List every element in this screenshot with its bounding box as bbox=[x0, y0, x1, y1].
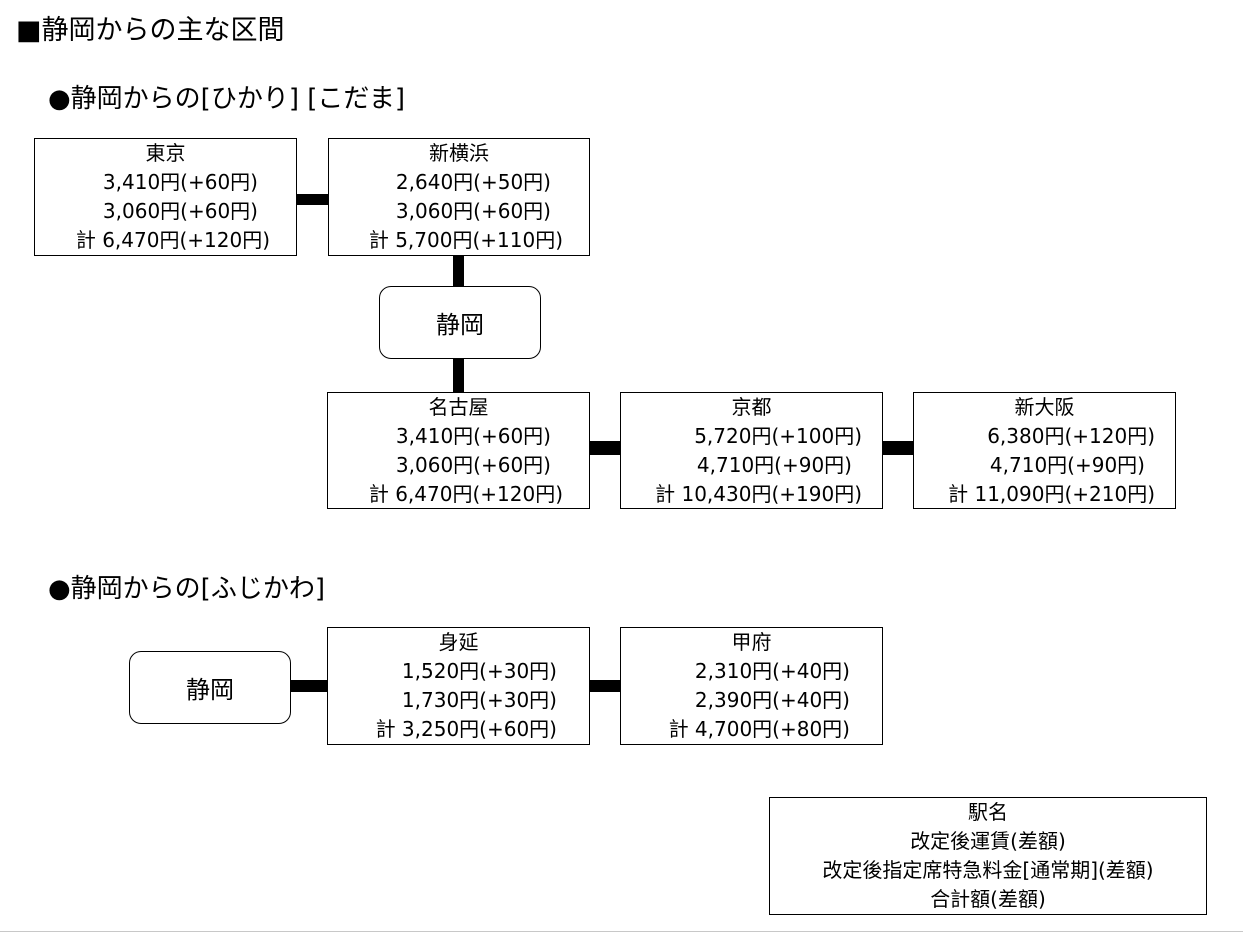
section-heading-fujikawa: ●静岡からの[ふじかわ] bbox=[48, 574, 325, 604]
fare: 2,310円(+40円) bbox=[694, 659, 850, 683]
total: 計 10,430円(+190円) bbox=[655, 482, 862, 506]
station-name: 新大阪 bbox=[1014, 395, 1075, 419]
fare: 1,520円(+30円) bbox=[401, 659, 557, 683]
legend-box: 駅名 改定後運賃(差額) 改定後指定席特急料金[通常期](差額) 合計額(差額) bbox=[769, 797, 1207, 915]
station-box-kofu: 甲府 2,310円(+40円) 2,390円(+40円) 計 4,700円(+8… bbox=[620, 627, 883, 745]
connector-hub-nagoya bbox=[453, 358, 464, 392]
legend-express-fee: 改定後指定席特急料金[通常期](差額) bbox=[822, 858, 1154, 882]
hub-station-shizuoka-fujikawa: 静岡 bbox=[129, 651, 291, 724]
total: 計 4,700円(+80円) bbox=[668, 717, 850, 741]
fare: 5,720円(+100円) bbox=[694, 424, 862, 448]
station-box-shinosaka: 新大阪 6,380円(+120円) 4,710円(+90円) 計 11,090円… bbox=[913, 392, 1176, 509]
station-box-tokyo: 東京 3,410円(+60円) 3,060円(+60円) 計 6,470円(+1… bbox=[34, 138, 297, 256]
total: 計 3,250円(+60円) bbox=[375, 717, 557, 741]
total: 計 6,470円(+120円) bbox=[368, 482, 563, 506]
station-name: 身延 bbox=[438, 630, 479, 654]
section-heading-hikari: ●静岡からの[ひかり] [こだま] bbox=[48, 84, 406, 114]
fare: 3,410円(+60円) bbox=[102, 170, 258, 194]
express-fee: 2,390円(+40円) bbox=[694, 688, 850, 712]
station-box-minobu: 身延 1,520円(+30円) 1,730円(+30円) 計 3,250円(+6… bbox=[327, 627, 590, 745]
fare: 3,410円(+60円) bbox=[395, 424, 551, 448]
total: 計 11,090円(+210円) bbox=[948, 482, 1155, 506]
total: 計 6,470円(+120円) bbox=[75, 228, 270, 252]
connector-nagoya-kyoto bbox=[590, 441, 621, 455]
fare: 6,380円(+120円) bbox=[987, 424, 1155, 448]
hub-station-shizuoka: 静岡 bbox=[379, 286, 541, 359]
station-name: 京都 bbox=[731, 395, 772, 419]
express-fee: 3,060円(+60円) bbox=[102, 199, 258, 223]
express-fee: 1,730円(+30円) bbox=[401, 688, 557, 712]
station-name: 名古屋 bbox=[428, 395, 489, 419]
legend-total: 合計額(差額) bbox=[930, 887, 1046, 911]
station-box-shinyokohama: 新横浜 2,640円(+50円) 3,060円(+60円) 計 5,700円(+… bbox=[328, 138, 590, 256]
legend-fare: 改定後運賃(差額) bbox=[910, 829, 1066, 853]
express-fee: 3,060円(+60円) bbox=[395, 199, 551, 223]
express-fee: 4,710円(+90円) bbox=[696, 453, 852, 477]
total: 計 5,700円(+110円) bbox=[368, 228, 563, 252]
station-name: 甲府 bbox=[731, 630, 772, 654]
connector-hub-minobu bbox=[291, 680, 328, 692]
connector-shinyokohama-hub bbox=[453, 255, 464, 286]
legend-station-name: 駅名 bbox=[968, 800, 1008, 824]
connector-kyoto-shinosaka bbox=[883, 441, 914, 455]
connector-tokyo-shinyokohama bbox=[297, 194, 328, 205]
footer-divider bbox=[0, 931, 1243, 932]
station-name: 新横浜 bbox=[429, 141, 489, 165]
express-fee: 3,060円(+60円) bbox=[395, 453, 551, 477]
station-box-nagoya: 名古屋 3,410円(+60円) 3,060円(+60円) 計 6,470円(+… bbox=[327, 392, 590, 509]
page-title: ■静岡からの主な区間 bbox=[16, 15, 285, 46]
connector-minobu-kofu bbox=[590, 680, 621, 692]
express-fee: 4,710円(+90円) bbox=[989, 453, 1145, 477]
station-name: 東京 bbox=[145, 141, 186, 165]
station-box-kyoto: 京都 5,720円(+100円) 4,710円(+90円) 計 10,430円(… bbox=[620, 392, 883, 509]
fare: 2,640円(+50円) bbox=[395, 170, 551, 194]
